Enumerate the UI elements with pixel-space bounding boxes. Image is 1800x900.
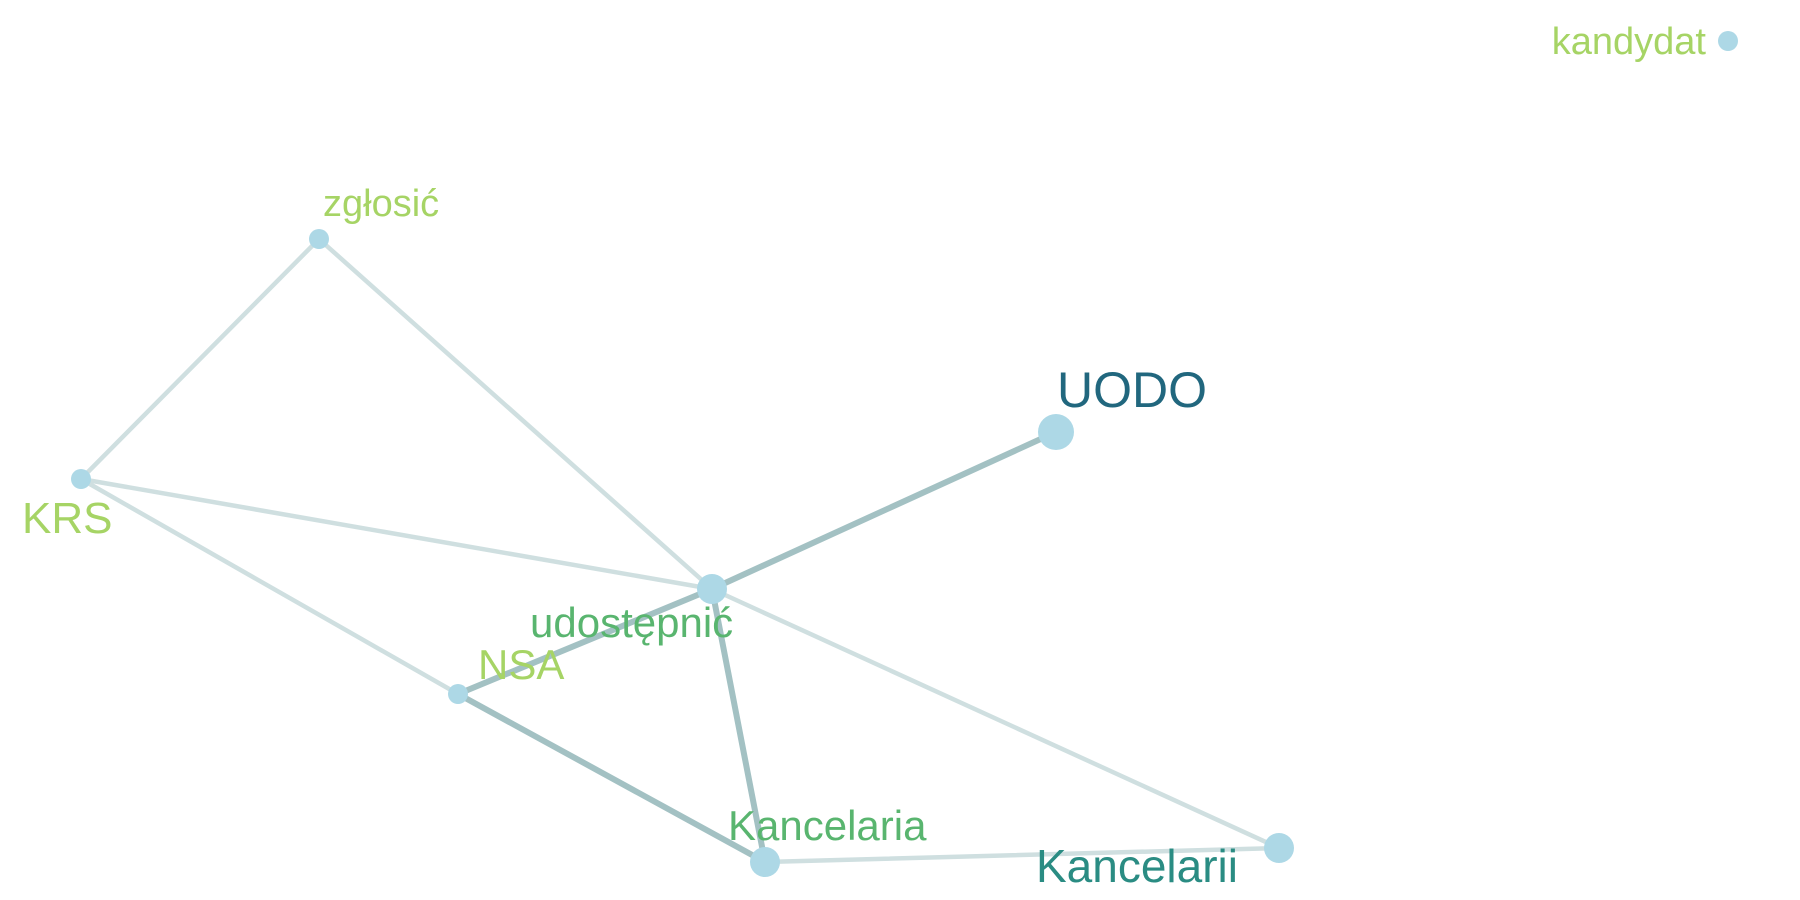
nodes-layer <box>71 31 1738 877</box>
node-zglosic[interactable] <box>309 229 329 249</box>
node-label-Kancelarii: Kancelarii <box>1036 840 1238 892</box>
edge-zglosic-udostepnic <box>316 236 715 592</box>
node-KRS[interactable] <box>71 469 91 489</box>
edge-KRS-NSA <box>78 476 461 697</box>
node-Kancelaria[interactable] <box>750 847 780 877</box>
node-label-UODO: UODO <box>1057 362 1207 418</box>
edge-udostepnic-NSA <box>455 586 715 697</box>
node-label-KRS: KRS <box>22 494 112 543</box>
edge-Kancelaria-Kancelarii <box>762 845 1282 865</box>
edge-zglosic-KRS <box>78 236 322 482</box>
node-UODO[interactable] <box>1038 414 1074 450</box>
node-NSA[interactable] <box>448 684 468 704</box>
node-label-kandydat: kandydat <box>1552 21 1707 63</box>
node-label-udostepnic: udostępnić <box>530 599 733 646</box>
edge-udostepnic-Kancelarii <box>709 586 1282 851</box>
edge-udostepnic-UODO <box>709 429 1059 592</box>
edge-udostepnic-Kancelaria <box>709 586 768 865</box>
node-Kancelarii[interactable] <box>1264 833 1294 863</box>
node-udostepnic[interactable] <box>697 574 727 604</box>
edge-KRS-udostepnic <box>78 476 715 592</box>
node-label-zglosic: zgłosić <box>323 183 439 225</box>
node-label-NSA: NSA <box>478 641 564 688</box>
node-kandydat[interactable] <box>1718 31 1738 51</box>
edge-NSA-Kancelaria <box>455 691 768 865</box>
edges-layer <box>78 236 1282 865</box>
node-label-Kancelaria: Kancelaria <box>728 802 927 849</box>
